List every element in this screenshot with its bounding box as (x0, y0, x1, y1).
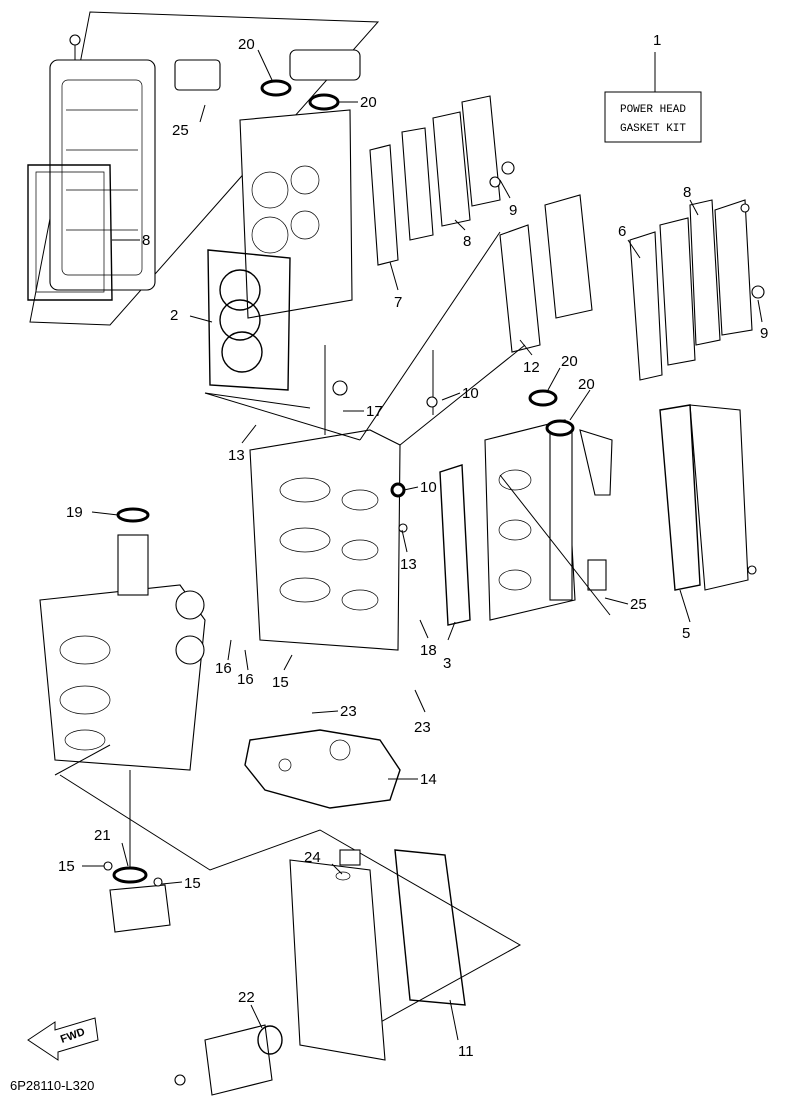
callout-label: 22 (238, 989, 255, 1006)
callout-label: 25 (172, 122, 189, 139)
callout-label: 20 (578, 376, 595, 393)
leader-lines (82, 49, 763, 1041)
callout-label: 19 (66, 504, 83, 521)
head-cover-upper-left (27, 11, 380, 326)
callout-label: 15 (184, 875, 201, 892)
callout-label: 16 (215, 660, 232, 677)
callout-label: 1 (653, 32, 661, 49)
kit-box-line2: GASKET KIT (620, 123, 686, 135)
crankcase (39, 507, 206, 771)
exhaust-manifold (174, 849, 466, 1096)
callout-label: 9 (760, 325, 768, 342)
callout-label: 16 (237, 671, 254, 688)
cylinder-head-port (484, 389, 613, 621)
callout-label: 12 (523, 359, 540, 376)
callout-label: 5 (682, 625, 690, 642)
callout-label: 15 (272, 674, 289, 691)
diagram-code: 6P28110-L320 (10, 1078, 94, 1093)
fwd-arrow-icon: FWD (27, 1017, 99, 1061)
callout-label: 7 (394, 294, 402, 311)
callout-label: 13 (400, 556, 417, 573)
callout-label: 23 (414, 719, 431, 736)
callout-label: 9 (509, 202, 517, 219)
callout-label: 13 (228, 447, 245, 464)
callout-label: 8 (683, 184, 691, 201)
cylinder-head-starboard (174, 49, 361, 319)
callout-label: 23 (340, 703, 357, 720)
exhaust-cover-right (499, 194, 765, 381)
callout-label: 8 (142, 232, 150, 249)
callout-label: 10 (462, 385, 479, 402)
cylinder-block (249, 345, 438, 651)
callout-label: 2 (170, 307, 178, 324)
callout-label: 25 (630, 596, 647, 613)
head-gasket-2 (207, 249, 291, 391)
callout-label: 18 (420, 642, 437, 659)
callout-label: 11 (458, 1043, 474, 1060)
head-cover-right (659, 404, 757, 591)
callout-label: 10 (420, 479, 437, 496)
fwd-label: FWD (59, 1026, 87, 1046)
callout-label: 20 (238, 36, 255, 53)
exhaust-cover-plates (369, 95, 515, 266)
gasket-kit-box: 1 POWER HEAD GASKET KIT (604, 32, 702, 143)
kit-box-line1: POWER HEAD (620, 104, 686, 116)
callout-label: 21 (94, 827, 111, 844)
callout-label: 24 (304, 849, 321, 866)
callout-label: 20 (360, 94, 377, 111)
gasket-3 (439, 464, 471, 626)
callout-label: 15 (58, 858, 75, 875)
callout-label: 8 (463, 233, 471, 250)
oil-seal-housing (103, 770, 171, 933)
callout-label: 6 (618, 223, 626, 240)
callout-label: 3 (443, 655, 451, 672)
callout-label: 17 (366, 403, 383, 420)
callouts: 2 3 5 6 7 8 8 9 9 10 10 11 12 13 13 14 1… (58, 36, 768, 1060)
gasket-14 (244, 729, 401, 809)
callout-label: 14 (420, 771, 437, 788)
callout-label: 20 (561, 353, 578, 370)
